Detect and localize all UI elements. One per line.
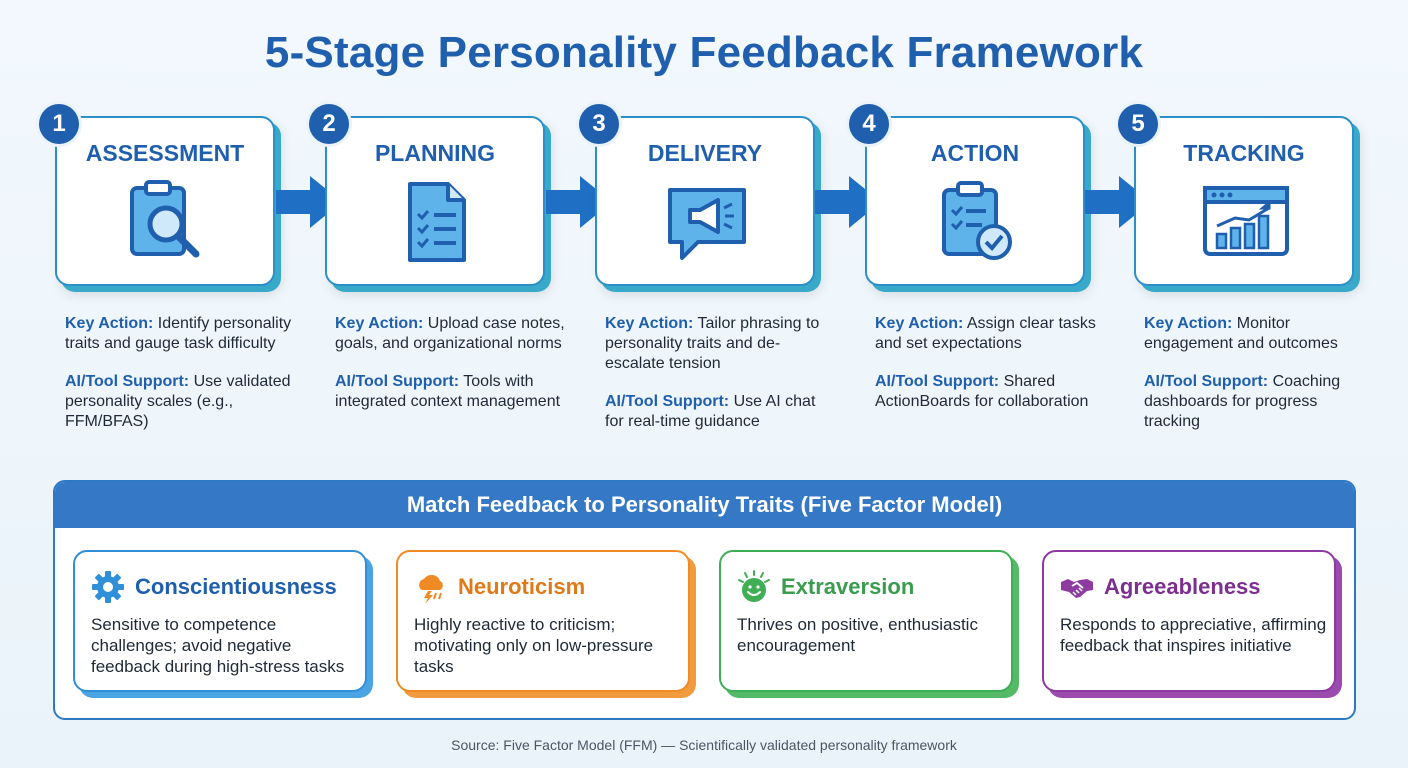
ai-support-label: AI/Tool Support: [605, 393, 730, 410]
key-action-label: Key Action: [1144, 315, 1233, 332]
megaphone-chat-icon [668, 188, 746, 260]
key-action-label: Key Action: [875, 315, 964, 332]
stage-tracking: 5 TRACKING Key Action: Monitor engagemen… [1118, 104, 1358, 430]
trait-name: Extraversion [781, 574, 915, 599]
ai-support-text: Tools with integrated context management [335, 373, 561, 410]
clipboard-magnifier-icon [130, 180, 200, 258]
key-action-text: Assign clear tasks and set expectations [875, 315, 1096, 352]
stage-card: 2 PLANNING [309, 104, 545, 286]
stage-description: Key Action: Monitor engagement and outco… [1144, 314, 1374, 432]
key-action-label: Key Action: [335, 315, 424, 332]
stage-description: Key Action: Upload case notes, goals, an… [335, 314, 565, 412]
stage-title: PLANNING [374, 140, 496, 166]
ai-support-text: Shared ActionBoards for collaboration [875, 373, 1089, 410]
traits-panel: Match Feedback to Personality Traits (Fi… [53, 480, 1356, 720]
stage-card: 1 ASSESSMENT [39, 104, 275, 286]
dashboard-chart-icon [1203, 186, 1289, 256]
handshake-icon [1061, 579, 1093, 598]
stage-number-badge: 1 [39, 104, 79, 144]
trait-description: Thrives on positive, enthusiastic encour… [737, 615, 978, 655]
stage-description: Key Action: Identify personality traits … [65, 314, 295, 432]
stage-description: Key Action: Tailor phrasing to personali… [605, 314, 835, 432]
key-action-text: Upload case notes, goals, and organizati… [335, 315, 565, 352]
source-footnote: Source: Five Factor Model (FFM) — Scient… [451, 737, 957, 753]
stage-title: ACTION [930, 140, 1020, 166]
trait-card-conscientiousness: Conscientiousness Sensitive to competenc… [73, 550, 367, 692]
stage-number-badge: 5 [1118, 104, 1158, 144]
ai-support-text: Coaching dashboards for progress trackin… [1144, 373, 1341, 430]
stage-planning: 2 PLANNING Key Action: Upload case notes… [309, 104, 565, 410]
clipboard-check-icon [942, 181, 1012, 260]
stage-number-badge: 4 [849, 104, 889, 144]
key-action-label: Key Action: [65, 315, 154, 332]
trait-description: Sensitive to competence challenges; avoi… [91, 615, 345, 676]
arrow-right-icon [815, 176, 881, 228]
traits-panel-header: Match Feedback to Personality Traits (Fi… [55, 482, 1354, 528]
stage-number-badge: 3 [579, 104, 619, 144]
stage-assessment: 1 ASSESSMENT Key Action: Identify person… [39, 104, 291, 430]
page-title: 5-Stage Personality Feedback Framework [264, 28, 1144, 77]
stage-card: 3 DELIVERY [579, 104, 815, 286]
trait-card-extraversion: Extraversion Thrives on positive, enthus… [719, 550, 1013, 692]
trait-description: Responds to appreciative, affirming feed… [1060, 615, 1327, 655]
stage-card: 5 TRACKING [1118, 104, 1354, 286]
trait-name: Conscientiousness [135, 574, 337, 599]
stage-card: 4 ACTION [849, 104, 1085, 286]
key-action-text: Identify personality traits and gauge ta… [65, 315, 292, 352]
stage-title: TRACKING [1183, 140, 1305, 166]
key-action-text: Tailor phrasing to personality traits an… [605, 315, 820, 372]
trait-card-neuroticism: Neuroticism Highly reactive to criticism… [396, 550, 690, 692]
trait-header: Extraversion [737, 570, 915, 602]
trait-header: Agreeableness [1060, 572, 1261, 602]
ai-support-label: AI/Tool Support: [875, 373, 1000, 390]
stage-title: ASSESSMENT [85, 140, 245, 166]
ai-support-text: Use validated personality scales (e.g., … [65, 373, 291, 430]
trait-card-agreeableness: Agreeableness Responds to appreciative, … [1042, 550, 1336, 692]
document-checklist-icon [408, 182, 466, 262]
key-action-label: Key Action: [605, 315, 694, 332]
key-action-text: Monitor engagement and outcomes [1144, 315, 1338, 352]
stage-title: DELIVERY [647, 140, 763, 166]
ai-support-label: AI/Tool Support: [1144, 373, 1269, 390]
smiling-sun-icon [738, 570, 770, 602]
gear-icon [92, 571, 124, 603]
stage-action: 4 ACTION Key Action: Assign clear tasks … [849, 104, 1096, 410]
trait-header: Neuroticism [414, 572, 586, 604]
ai-support-label: AI/Tool Support: [335, 373, 460, 390]
trait-name: Agreeableness [1104, 574, 1261, 599]
stage-delivery: 3 DELIVERY Key Action: Tailor phrasing t… [579, 104, 819, 430]
ai-support-label: AI/Tool Support: [65, 373, 190, 390]
trait-description: Highly reactive to criticism; motivating… [414, 615, 654, 676]
trait-header: Conscientiousness [91, 571, 337, 603]
trait-name: Neuroticism [458, 574, 586, 599]
stage-description: Key Action: Assign clear tasks and set e… [875, 314, 1105, 412]
stage-number-badge: 2 [309, 104, 349, 144]
ai-support-text: Use AI chat for real-time guidance [605, 393, 816, 430]
storm-cloud-icon [419, 574, 443, 604]
